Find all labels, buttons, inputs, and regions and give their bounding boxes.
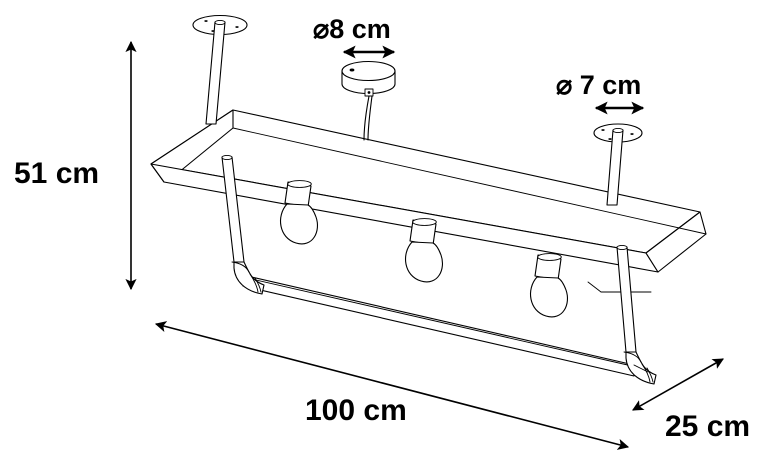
ceiling-rod-left-cap — [214, 19, 226, 26]
dimension-length-100: 100 cm — [154, 321, 630, 450]
canopy-screw-dot — [349, 68, 355, 72]
plate-notch-detail — [587, 281, 652, 293]
lamp-body — [150, 109, 707, 293]
ceiling-plate-right-screw-3 — [608, 138, 612, 140]
light-bulb-3 — [529, 253, 568, 318]
dimension-depth-25-line — [632, 358, 724, 411]
dimension-mount-diameter-7-label: ⌀ 7 cm — [556, 70, 641, 100]
ceiling-plate-left-screw-1 — [204, 20, 208, 22]
bottom-frame-pipe — [242, 274, 635, 377]
left-pipe-top-cap — [221, 154, 233, 161]
lower-rail-pipe-highlight — [246, 277, 633, 367]
plate-inner-edge — [232, 127, 707, 235]
dimension-depth-25-label: 25 cm — [665, 410, 750, 443]
dimension-height-51: 51 cm — [14, 40, 137, 291]
dimension-mount-diameter-7: ⌀ 7 cm — [556, 70, 645, 115]
right-pipe-top-cap — [616, 244, 628, 251]
canopy-cord-2 — [367, 95, 373, 141]
left-pipe-elbow-seam-1 — [231, 261, 250, 273]
light-bulb-1 — [279, 180, 318, 245]
bulb-2-glass — [404, 241, 443, 283]
ceiling-plate-left-screw-2 — [235, 26, 239, 28]
bulb-3-socket-top — [537, 253, 562, 261]
canopy-cord-hole — [367, 91, 371, 94]
dimension-length-100-line — [154, 321, 630, 450]
dimension-canopy-diameter-8: ⌀8 cm — [313, 14, 396, 59]
bulb-3-glass — [529, 276, 568, 318]
canopy-center — [341, 60, 396, 141]
dimension-canopy-diameter-8-label: ⌀8 cm — [313, 14, 391, 44]
ceiling-plate-right-screw-2 — [630, 133, 634, 135]
ceiling-mount-right — [593, 123, 643, 206]
ceiling-rod-right-cap — [612, 127, 624, 134]
canopy-cord — [363, 95, 370, 141]
left-pipe-elbow-seam-3 — [249, 273, 259, 293]
ceiling-rod-left — [205, 21, 226, 125]
ceiling-mount-left — [192, 14, 248, 125]
dimension-depth-25: 25 cm — [632, 358, 750, 443]
canopy-top-disc — [341, 60, 396, 82]
light-bulb-2 — [404, 218, 443, 283]
ceiling-plate-right-screw-1 — [601, 129, 605, 131]
dimension-length-100-label: 100 cm — [305, 394, 407, 427]
dimension-height-51-label: 51 cm — [14, 157, 99, 190]
bulb-2-socket-top — [412, 218, 437, 226]
bulb-1-glass — [279, 203, 318, 245]
left-pipe-elbow — [233, 261, 265, 295]
left-support-pipe — [221, 154, 265, 295]
bulb-1-socket-top — [287, 180, 312, 188]
left-pipe-elbow-seam-2 — [254, 277, 262, 293]
